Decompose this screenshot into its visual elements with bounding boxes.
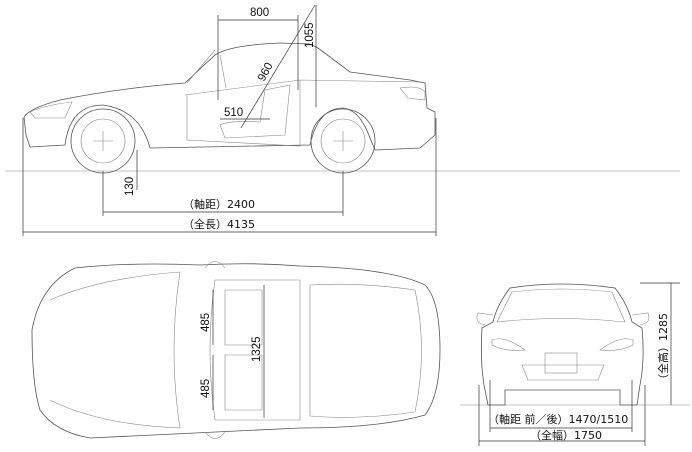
dim-485-rear-seat: 485: [200, 379, 212, 398]
wheelbase-label: （軸距）2400: [183, 197, 255, 211]
side-window-lines: [184, 49, 421, 96]
dim-1325: 1325: [251, 336, 263, 362]
tread-label: （軸距 前／後）1470/1510: [488, 412, 628, 426]
door-outline: [186, 80, 301, 147]
trunk-outline: [309, 283, 422, 418]
overall-length-label: （全長）4135: [183, 217, 255, 231]
front-view: （軸距 前／後）1470/1510 （全幅）1750 （全高）1285: [460, 282, 690, 446]
dim-800: 800: [250, 7, 269, 19]
side-mirrors: [204, 261, 226, 439]
front-body-outline: [480, 283, 644, 406]
dim-1055: 1055: [304, 22, 316, 48]
top-view: 485 1325 485: [31, 261, 441, 439]
dim-485-front-seat: 485: [200, 313, 212, 332]
side-body-outline: [23, 42, 436, 151]
windshield: [496, 288, 626, 323]
seat-outline: [219, 84, 291, 139]
front-grille: [521, 364, 605, 381]
rear-wheel: [310, 108, 376, 174]
front-wheel: [70, 108, 136, 174]
front-dimension-lines: [478, 282, 680, 446]
top-dimension-lines: [212, 285, 265, 418]
front-mirrors: [476, 312, 650, 326]
top-body-outline: [31, 263, 441, 439]
side-view: 800 1055 960 510 130 （軸距）2400 （全長）4135: [5, 4, 680, 236]
headlight: [29, 101, 73, 119]
dim-130: 130: [124, 177, 136, 196]
taillight: [399, 86, 426, 101]
overall-height-label: （全高）1285: [656, 313, 670, 385]
top-hood-lines: [49, 271, 181, 429]
overall-width-label: （全幅）1750: [530, 428, 602, 442]
cockpit-outline: [209, 279, 301, 421]
headlights: [491, 338, 634, 351]
top-seats: [224, 289, 263, 411]
side-dimension-lines: [22, 4, 437, 236]
dim-510: 510: [224, 107, 243, 119]
dim-960: 960: [256, 61, 276, 84]
license-plate: [544, 352, 578, 374]
